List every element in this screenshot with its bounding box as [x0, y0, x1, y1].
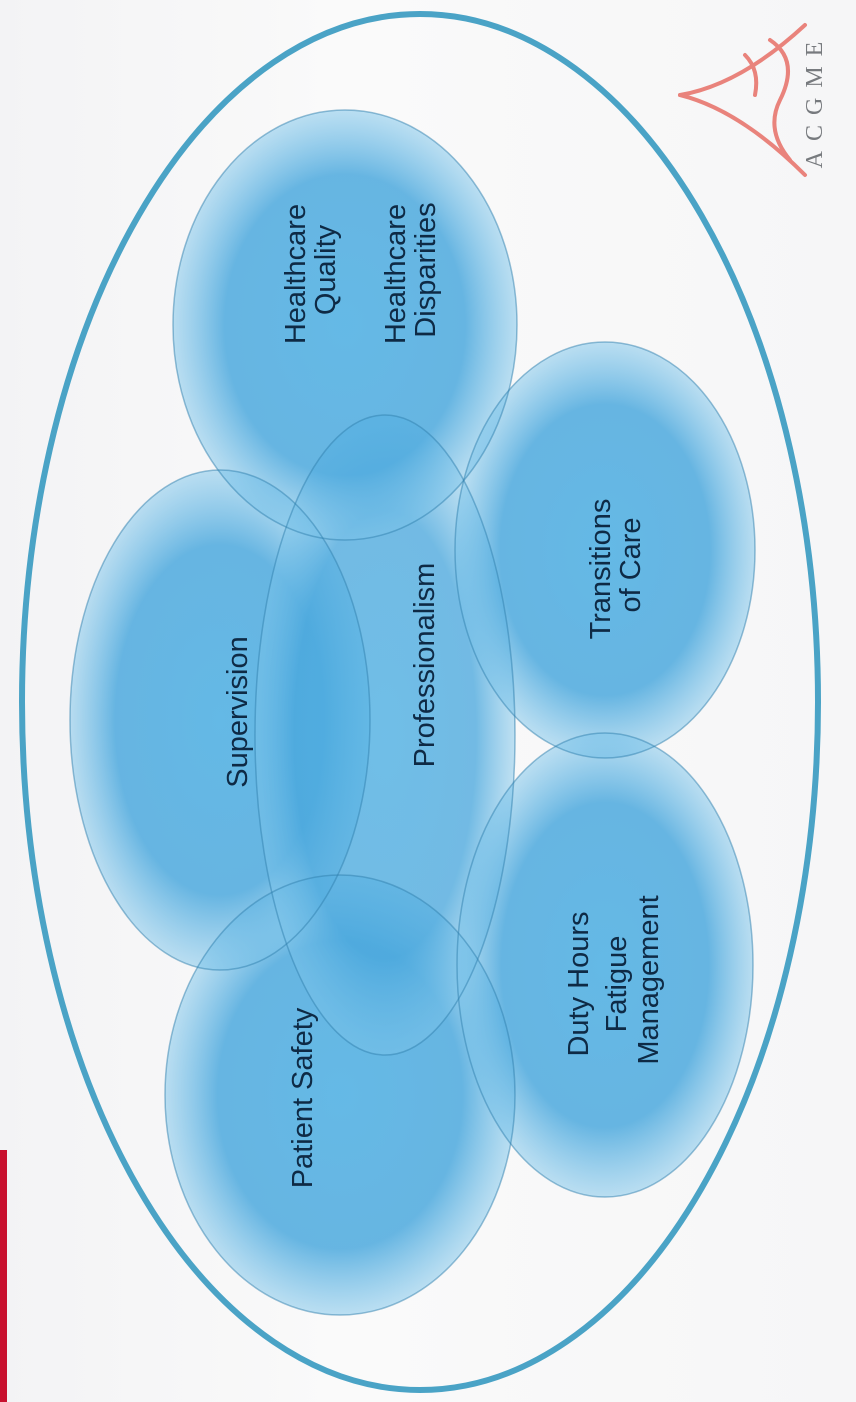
label-healthcare-disparities: Healthcare Disparities	[380, 196, 442, 344]
label-professionalism: Professionalism	[409, 563, 441, 768]
circle-healthcare	[173, 110, 517, 540]
bubbles-layer	[70, 110, 755, 1315]
acgme-mark-icon	[678, 23, 807, 177]
label-patient-safety: Patient Safety	[287, 1007, 319, 1188]
acgme-logo: ACGME	[678, 23, 828, 177]
label-healthcare-quality: Healthcare Quality	[280, 196, 342, 344]
red-accent-bar	[0, 1150, 7, 1402]
acgme-wordmark: ACGME	[802, 32, 828, 169]
label-duty-hours: Duty Hours Fatigue Management	[563, 895, 665, 1064]
outer-ellipse	[19, 11, 821, 1393]
circle-transitions-of-care	[455, 342, 755, 758]
overlap-outlines	[69, 109, 756, 1316]
circle-professionalism	[255, 415, 515, 1055]
label-transitions-of-care: Transitions of Care	[585, 491, 647, 640]
circle-duty-hours	[457, 733, 753, 1197]
label-supervision: Supervision	[222, 636, 254, 788]
